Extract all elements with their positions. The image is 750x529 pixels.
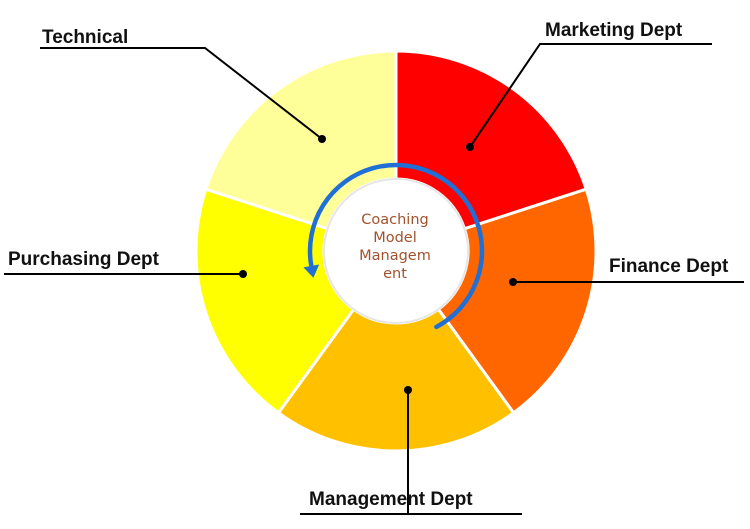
leader-dot-finance-dept (509, 278, 517, 286)
cycle-arrow-head (303, 264, 320, 278)
leader-dot-marketing-dept (466, 143, 474, 151)
leader-line-marketing-dept (469, 43, 712, 148)
label-management-dept: Management Dept (309, 489, 473, 510)
center-title-line-4: ent (383, 266, 407, 282)
leader-line-technical (40, 47, 323, 140)
label-purchasing-dept: Purchasing Dept (8, 249, 159, 270)
cycle-arrow (303, 162, 485, 330)
label-technical: Technical (42, 27, 129, 48)
center-title-line-3: Managem (359, 248, 431, 264)
leader-dot-technical (318, 135, 326, 143)
center-title-line-1: Coaching (361, 212, 429, 228)
leader-dot-management-dept (404, 386, 412, 394)
leader-dot-purchasing-dept (239, 270, 247, 278)
center-disc (323, 178, 469, 324)
center-title: Coaching Model Managem ent (340, 211, 450, 283)
label-marketing-dept: Marketing Dept (545, 20, 683, 41)
center-title-line-2: Model (373, 230, 417, 246)
label-finance-dept: Finance Dept (609, 256, 729, 277)
